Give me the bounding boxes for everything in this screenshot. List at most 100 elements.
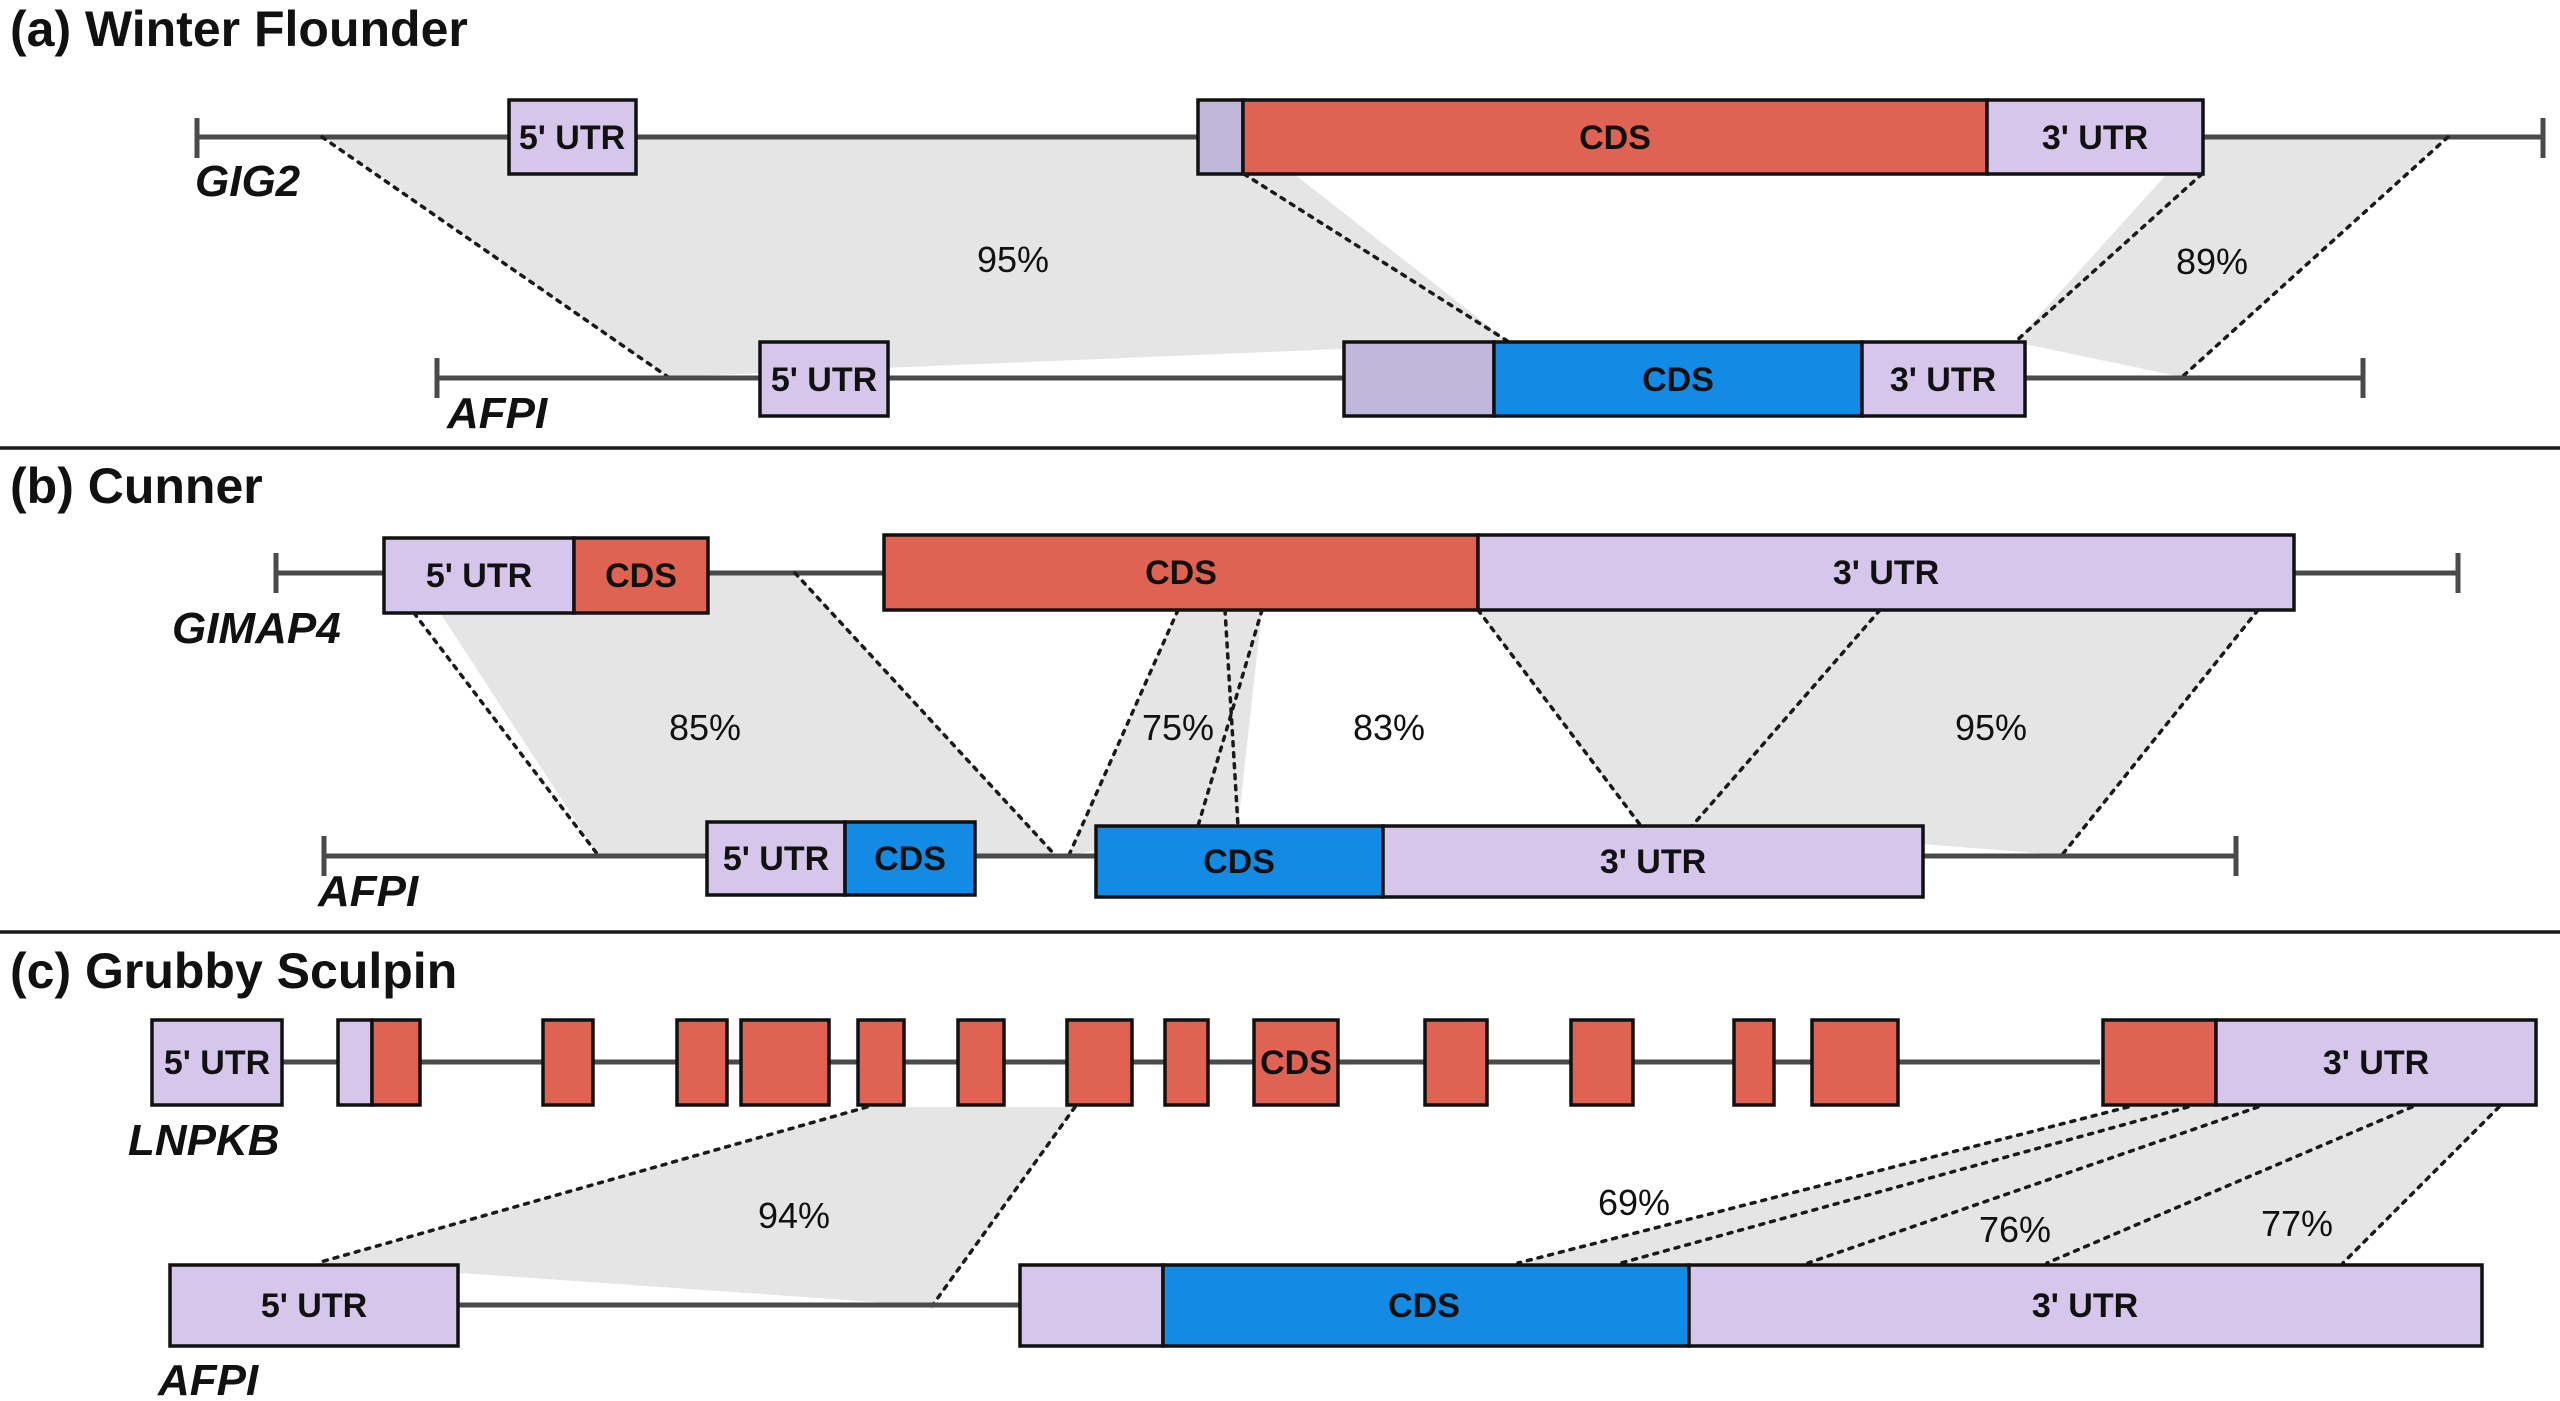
panel-b-identity-4: 95% [1955,707,2027,748]
panel-b-top-cds2-label: CDS [1145,554,1217,592]
panel-b-top-cds1-box [572,536,710,615]
panel-c-bottom-cds-label: CDS [1388,1287,1460,1325]
panel-b-align-line [1196,608,1264,828]
panel-b: (b) Cunner 5' UTR CDS CDS 3' UTR GIMAP4 [10,458,2461,916]
panel-c-shade [317,1107,1075,1306]
panel-c-top-5utr-label: 5' UTR [164,1044,270,1082]
panel-b-bottom-5utr-box [705,820,847,897]
panel-b-align-line [1476,608,1643,828]
panel-b-shade [1478,610,1880,826]
panel-a-top-3utr-label: 3' UTR [2042,119,2148,157]
panel-a-bottom-linker [1342,340,1496,418]
panel-b-identity-2: 75% [1142,707,1214,748]
panel-c-top-5utr-box [150,1018,284,1107]
panel-b-shade [1692,610,2258,855]
panel-b-top-cds1-label: CDS [605,557,677,595]
panel-b-bottom-cds2-box [1094,824,1385,899]
panel-a-top-linker [1196,98,1245,176]
panel-c-title: (c) Grubby Sculpin [10,943,457,999]
panel-c-align-line [2045,1105,2414,1265]
panel-c-top-cds-exon [541,1018,595,1107]
panel-a-shade-5prime [322,135,1509,377]
panel-c-identity-3: 76% [1979,1209,2051,1250]
panel-c-bottom-utr-block [1018,1263,1165,1348]
panel-b-align-line [412,611,600,857]
panel-c-top-cds-exon [1569,1018,1635,1107]
panel-b-top-3utr-label: 3' UTR [1833,554,1939,592]
panel-b-top-5utr-label: 5' UTR [426,557,532,595]
panel-a-top-cds-label: CDS [1579,119,1651,157]
panel-c-bottom-gene-label: AFPI [157,1356,259,1401]
panel-c-top-utr-exon [336,1018,374,1107]
panel-b-align-line [1690,608,1882,828]
panel-c-top-cds-exon [856,1018,906,1107]
panel-c-top-cds-exon [675,1018,729,1107]
panel-b-top-cds2-box [882,533,1480,612]
panel-b-bottom-gene-label: AFPI [317,867,419,916]
panel-a-top-5utr-label: 5' UTR [519,119,625,157]
panel-c-top-cds-exon [956,1018,1006,1107]
panel-c-top-cds-exon [1163,1018,1210,1107]
panel-c-top-cds-exon [1252,1018,1340,1107]
panel-b-shade [1069,610,1262,855]
panel-c-top-cds-exon [1732,1018,1776,1107]
panel-a-bottom-3utr-box [1860,340,2027,418]
panel-a-top-3utr: 3' UTR [1985,98,2205,176]
panel-b-align-line [2060,608,2260,857]
panel-b-bottom-5utr: 5' UTR [705,820,847,897]
panel-b-top-cds2: CDS [882,533,1480,612]
panel-a-align-line [2013,172,2204,344]
panel-a-align-line [1242,172,1511,344]
panel-b-top-5utr-box [382,536,576,615]
panel-a: (a) Winter Flounder 5' UTR CDS 3' UTR GI… [10,1,2546,438]
panel-c-identity-1: 94% [758,1195,830,1236]
panel-c-top-cds-exon [1065,1018,1134,1107]
panel-c-top-gene-label: LNPKB [128,1116,280,1165]
panel-c-bottom-cds: CDS [1161,1263,1691,1348]
panel-c-top-3utr-box [2214,1018,2538,1107]
panel-c-top-cds-exon [370,1018,422,1107]
panel-c-top-cds-labeled: CDS [1252,1018,1340,1107]
panel-c-bottom-5utr: 5' UTR [168,1263,460,1348]
panel-c-align-line [930,1105,1077,1308]
panel-c-top-cds-label: CDS [1260,1044,1332,1082]
panel-a-top-5utr-box [507,98,638,176]
panel-c-bottom-cds-box [1161,1263,1691,1348]
panel-a-bottom-cds: CDS [1492,340,1864,418]
panel-a-top-3utr-box [1985,98,2205,176]
panel-c-identity-2: 69% [1598,1182,1670,1223]
panel-a-align-line [2180,135,2450,379]
panel-a-bottom-cds-label: CDS [1642,361,1714,399]
panel-c-top-cds-exon [739,1018,831,1107]
panel-b-bottom-cds1-box [843,820,977,897]
panel-c-bottom-3utr-label: 3' UTR [2032,1287,2138,1325]
panel-c-bottom-5utr-label: 5' UTR [261,1287,367,1325]
panel-a-title: (a) Winter Flounder [10,1,468,57]
panel-c-identity-4: 77% [2261,1203,2333,1244]
panel-b-identity-1: 85% [669,707,741,748]
panel-c-bottom-3utr-box [1687,1263,2484,1348]
panel-a-align-line [320,135,670,379]
panel-b-bottom-3utr-label: 3' UTR [1600,843,1706,881]
panel-b-top-gene-label: GIMAP4 [172,604,341,653]
panel-a-bottom-3utr: 3' UTR [1860,340,2027,418]
panel-b-bottom-cds1: CDS [843,820,977,897]
panel-b-top-3utr-box [1476,533,2296,612]
panel-a-top-gene-label: GIG2 [195,157,301,206]
panel-c-top-5utr: 5' UTR [150,1018,284,1107]
panel-b-top-5utr: 5' UTR [382,536,576,615]
panel-b-identity-3: 83% [1353,707,1425,748]
panel-c-top-3utr: 3' UTR [2214,1018,2538,1107]
panel-c-top-cds-exon [2101,1018,2218,1107]
panel-a-bottom-3utr-label: 3' UTR [1890,361,1996,399]
panel-b-top-3utr: 3' UTR [1476,533,2296,612]
panel-c-bottom-3utr: 3' UTR [1687,1263,2484,1348]
panel-b-top-cds1: CDS [572,536,710,615]
panel-c: (c) Grubby Sculpin 5' UTR CDS 3' UTR LN [10,943,2538,1401]
panel-a-bottom-gene-label: AFPI [446,389,548,438]
panel-a-bottom-5utr: 5' UTR [758,340,890,418]
panel-a-bottom-5utr-box [758,340,890,418]
panel-b-bottom-5utr-label: 5' UTR [723,840,829,878]
panel-b-shade [414,573,1055,855]
panel-b-bottom-cds2: CDS [1094,824,1385,899]
